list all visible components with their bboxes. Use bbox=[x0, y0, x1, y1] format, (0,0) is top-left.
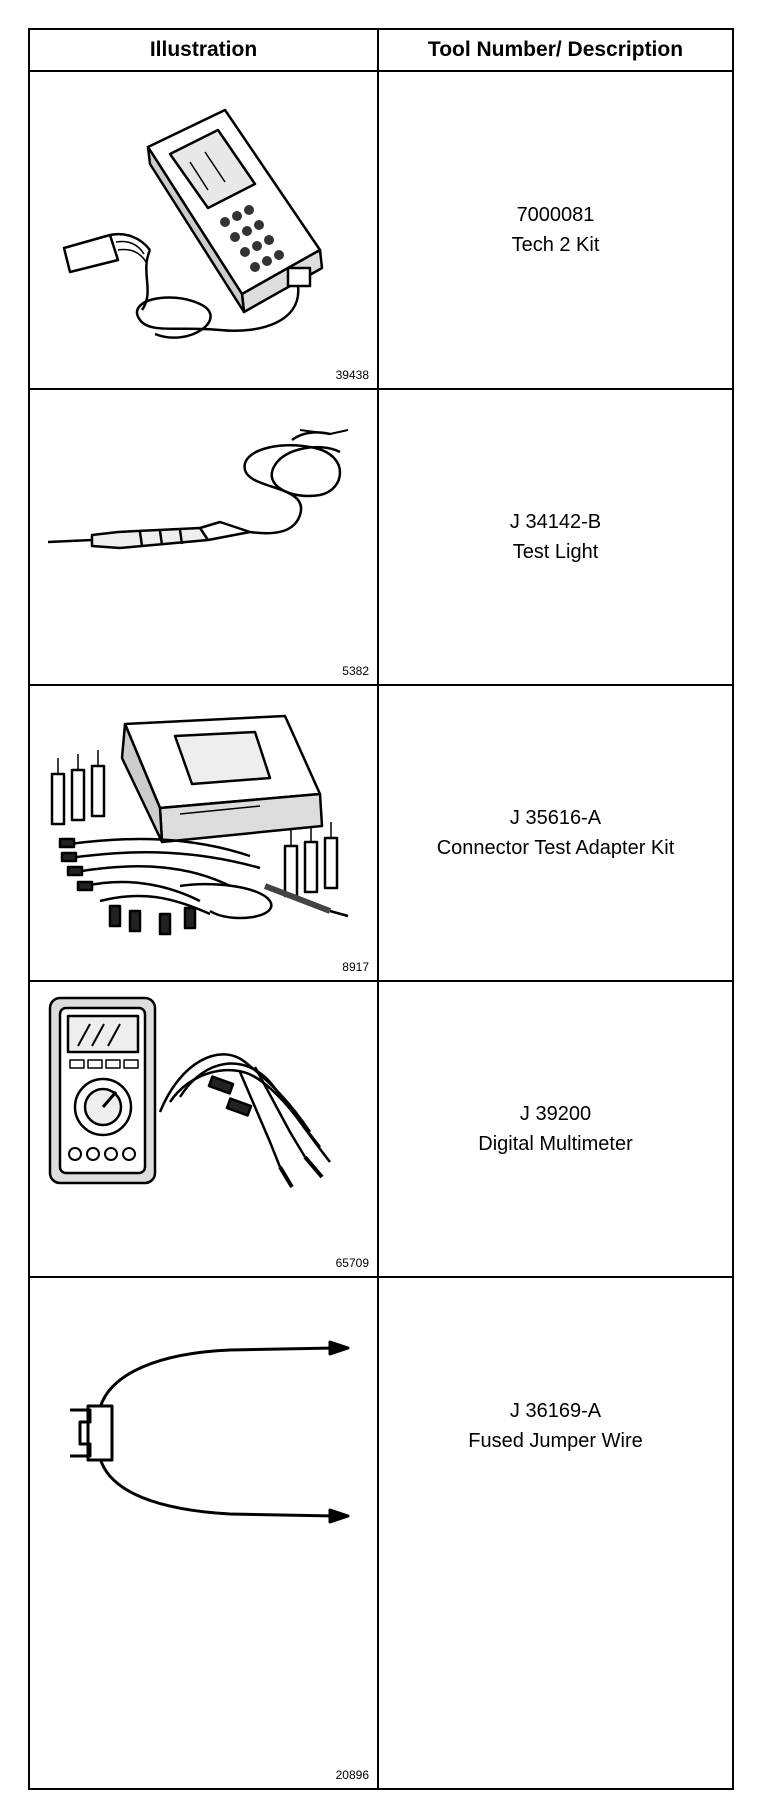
illustration-cell: 39438 bbox=[30, 72, 377, 388]
table-row: 20896 J 36169-A Fused Jumper Wire bbox=[30, 1278, 732, 1788]
tool-description: Test Light bbox=[512, 541, 599, 563]
column-divider bbox=[377, 30, 379, 1788]
figure-number: 20896 bbox=[335, 1768, 369, 1782]
tool-number-description-column-header: Tool Number/ Description bbox=[427, 38, 684, 61]
tool-description-cell: J 35616-A Connector Test Adapter Kit bbox=[379, 686, 732, 980]
tool-number: J 36169-A bbox=[509, 1400, 602, 1422]
special-tools-table: Illustration Tool Number/ Description bbox=[28, 28, 734, 1790]
scan-tool-icon bbox=[62, 108, 324, 339]
table-row: 39438 7000081 Tech 2 Kit bbox=[30, 72, 732, 390]
tool-description-cell: J 36169-A Fused Jumper Wire bbox=[379, 1278, 732, 1574]
tool-description-cell: J 39200 Digital Multimeter bbox=[379, 982, 732, 1276]
illustration-cell: 65709 bbox=[30, 982, 377, 1276]
tool-number: J 34142-B bbox=[509, 511, 602, 533]
figure-number: 39438 bbox=[335, 368, 369, 382]
test-light-icon bbox=[47, 429, 349, 550]
tool-description: Fused Jumper Wire bbox=[468, 1430, 643, 1452]
figure-number: 5382 bbox=[342, 664, 369, 678]
illustration-column-header: Illustration bbox=[149, 38, 258, 61]
tool-description-cell: J 34142-B Test Light bbox=[379, 390, 732, 684]
tool-number: J 35616-A bbox=[509, 807, 602, 829]
table-row: 5382 J 34142-B Test Light bbox=[30, 390, 732, 686]
figure-number: 65709 bbox=[335, 1256, 369, 1270]
multimeter-icon bbox=[48, 996, 331, 1189]
tool-number: J 39200 bbox=[519, 1103, 592, 1125]
table-row: 65709 J 39200 Digital Multimeter bbox=[30, 982, 732, 1278]
adapter-kit-icon bbox=[50, 714, 349, 936]
jumper-wire-icon bbox=[70, 1340, 350, 1524]
table-row: 8917 J 35616-A Connector Test Adapter Ki… bbox=[30, 686, 732, 982]
tool-description: Digital Multimeter bbox=[478, 1133, 633, 1155]
table-header: Illustration Tool Number/ Description bbox=[30, 30, 732, 72]
illustration-cell: 8917 bbox=[30, 686, 377, 980]
figure-number: 8917 bbox=[342, 960, 369, 974]
tool-description: Tech 2 Kit bbox=[511, 234, 600, 256]
illustration-cell: 5382 bbox=[30, 390, 377, 684]
illustration-cell: 20896 bbox=[30, 1278, 377, 1788]
tool-description: Connector Test Adapter Kit bbox=[436, 837, 675, 859]
tool-description-cell: 7000081 Tech 2 Kit bbox=[379, 72, 732, 388]
tool-number: 7000081 bbox=[516, 204, 595, 226]
